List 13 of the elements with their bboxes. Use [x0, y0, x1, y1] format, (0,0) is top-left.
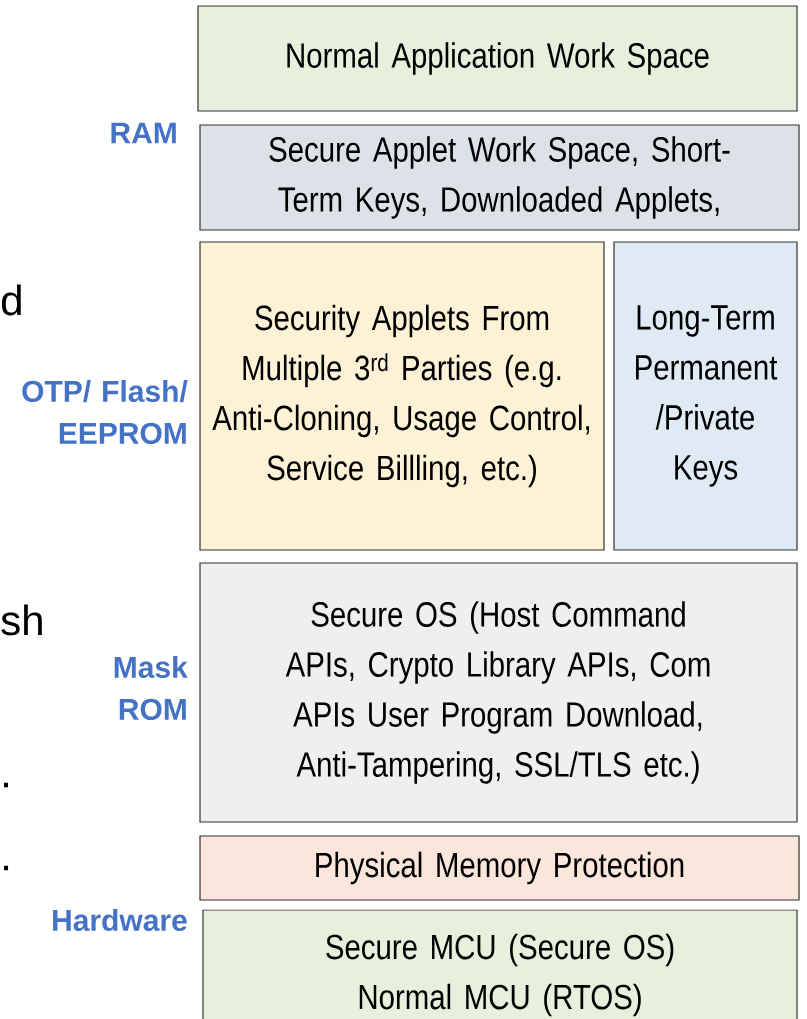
- memory-type-label: RAM: [111, 122, 176, 144]
- text-fragment: .: [4, 782, 9, 788]
- memory-block: Physical Memory Protection: [199, 835, 800, 901]
- text-fragment: sh: [1, 604, 42, 636]
- memory-block: Secure Applet Work Space, Short-Term Keys, Downloaded Applets,: [199, 124, 800, 231]
- memory-block: Secure MCU (Secure OS) Normal MCU (RTOS): [202, 909, 798, 1019]
- memory-block: Normal Application Work Space: [197, 5, 798, 112]
- text-fragment: d: [1, 284, 21, 316]
- memory-block: Long-Term Permanent /Private Keys: [613, 241, 798, 551]
- memory-type-label: Hardware: [53, 909, 187, 932]
- text-fragment: .: [4, 865, 9, 871]
- memory-block: Secure OS (Host Command APIs, Crypto Library APIs, Com APIs User Program Download, Anti-Tampering, SSL/TLS etc.): [199, 562, 798, 823]
- memory-block: Security Applets From Multiple 3$^{rd}$ Parties (e.g. Anti-Cloning, Usage Control, Service Billling, etc.): [199, 241, 605, 551]
